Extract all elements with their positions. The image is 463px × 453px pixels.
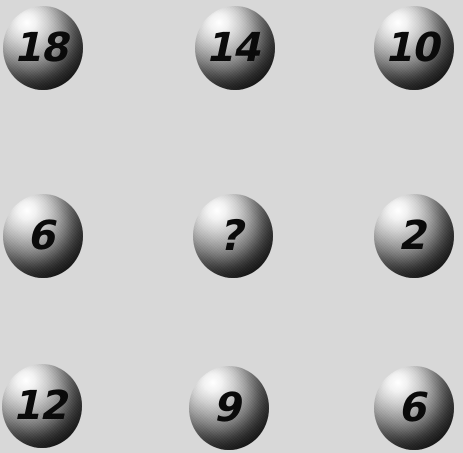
ball-number: 12: [2, 386, 82, 426]
ball-r3-c3: 6: [374, 366, 454, 450]
ball-number: 9: [189, 388, 269, 428]
ball-r1-c1: 18: [3, 6, 83, 90]
ball-r2-c3: 2: [374, 194, 454, 278]
ball-number: 18: [3, 28, 83, 68]
ball-r1-c2: 14: [195, 6, 275, 90]
ball-number: 6: [374, 388, 454, 428]
ball-r3-c2: 9: [189, 366, 269, 450]
ball-r3-c1: 12: [2, 364, 82, 448]
ball-number: 10: [374, 28, 454, 68]
ball-number: 6: [3, 216, 83, 256]
ball-r2-c2: ?: [193, 194, 273, 278]
ball-question-mark: ?: [193, 215, 273, 257]
ball-number: 14: [195, 28, 275, 68]
ball-r2-c1: 6: [3, 194, 83, 278]
ball-r1-c3: 10: [374, 6, 454, 90]
ball-number: 2: [374, 216, 454, 256]
